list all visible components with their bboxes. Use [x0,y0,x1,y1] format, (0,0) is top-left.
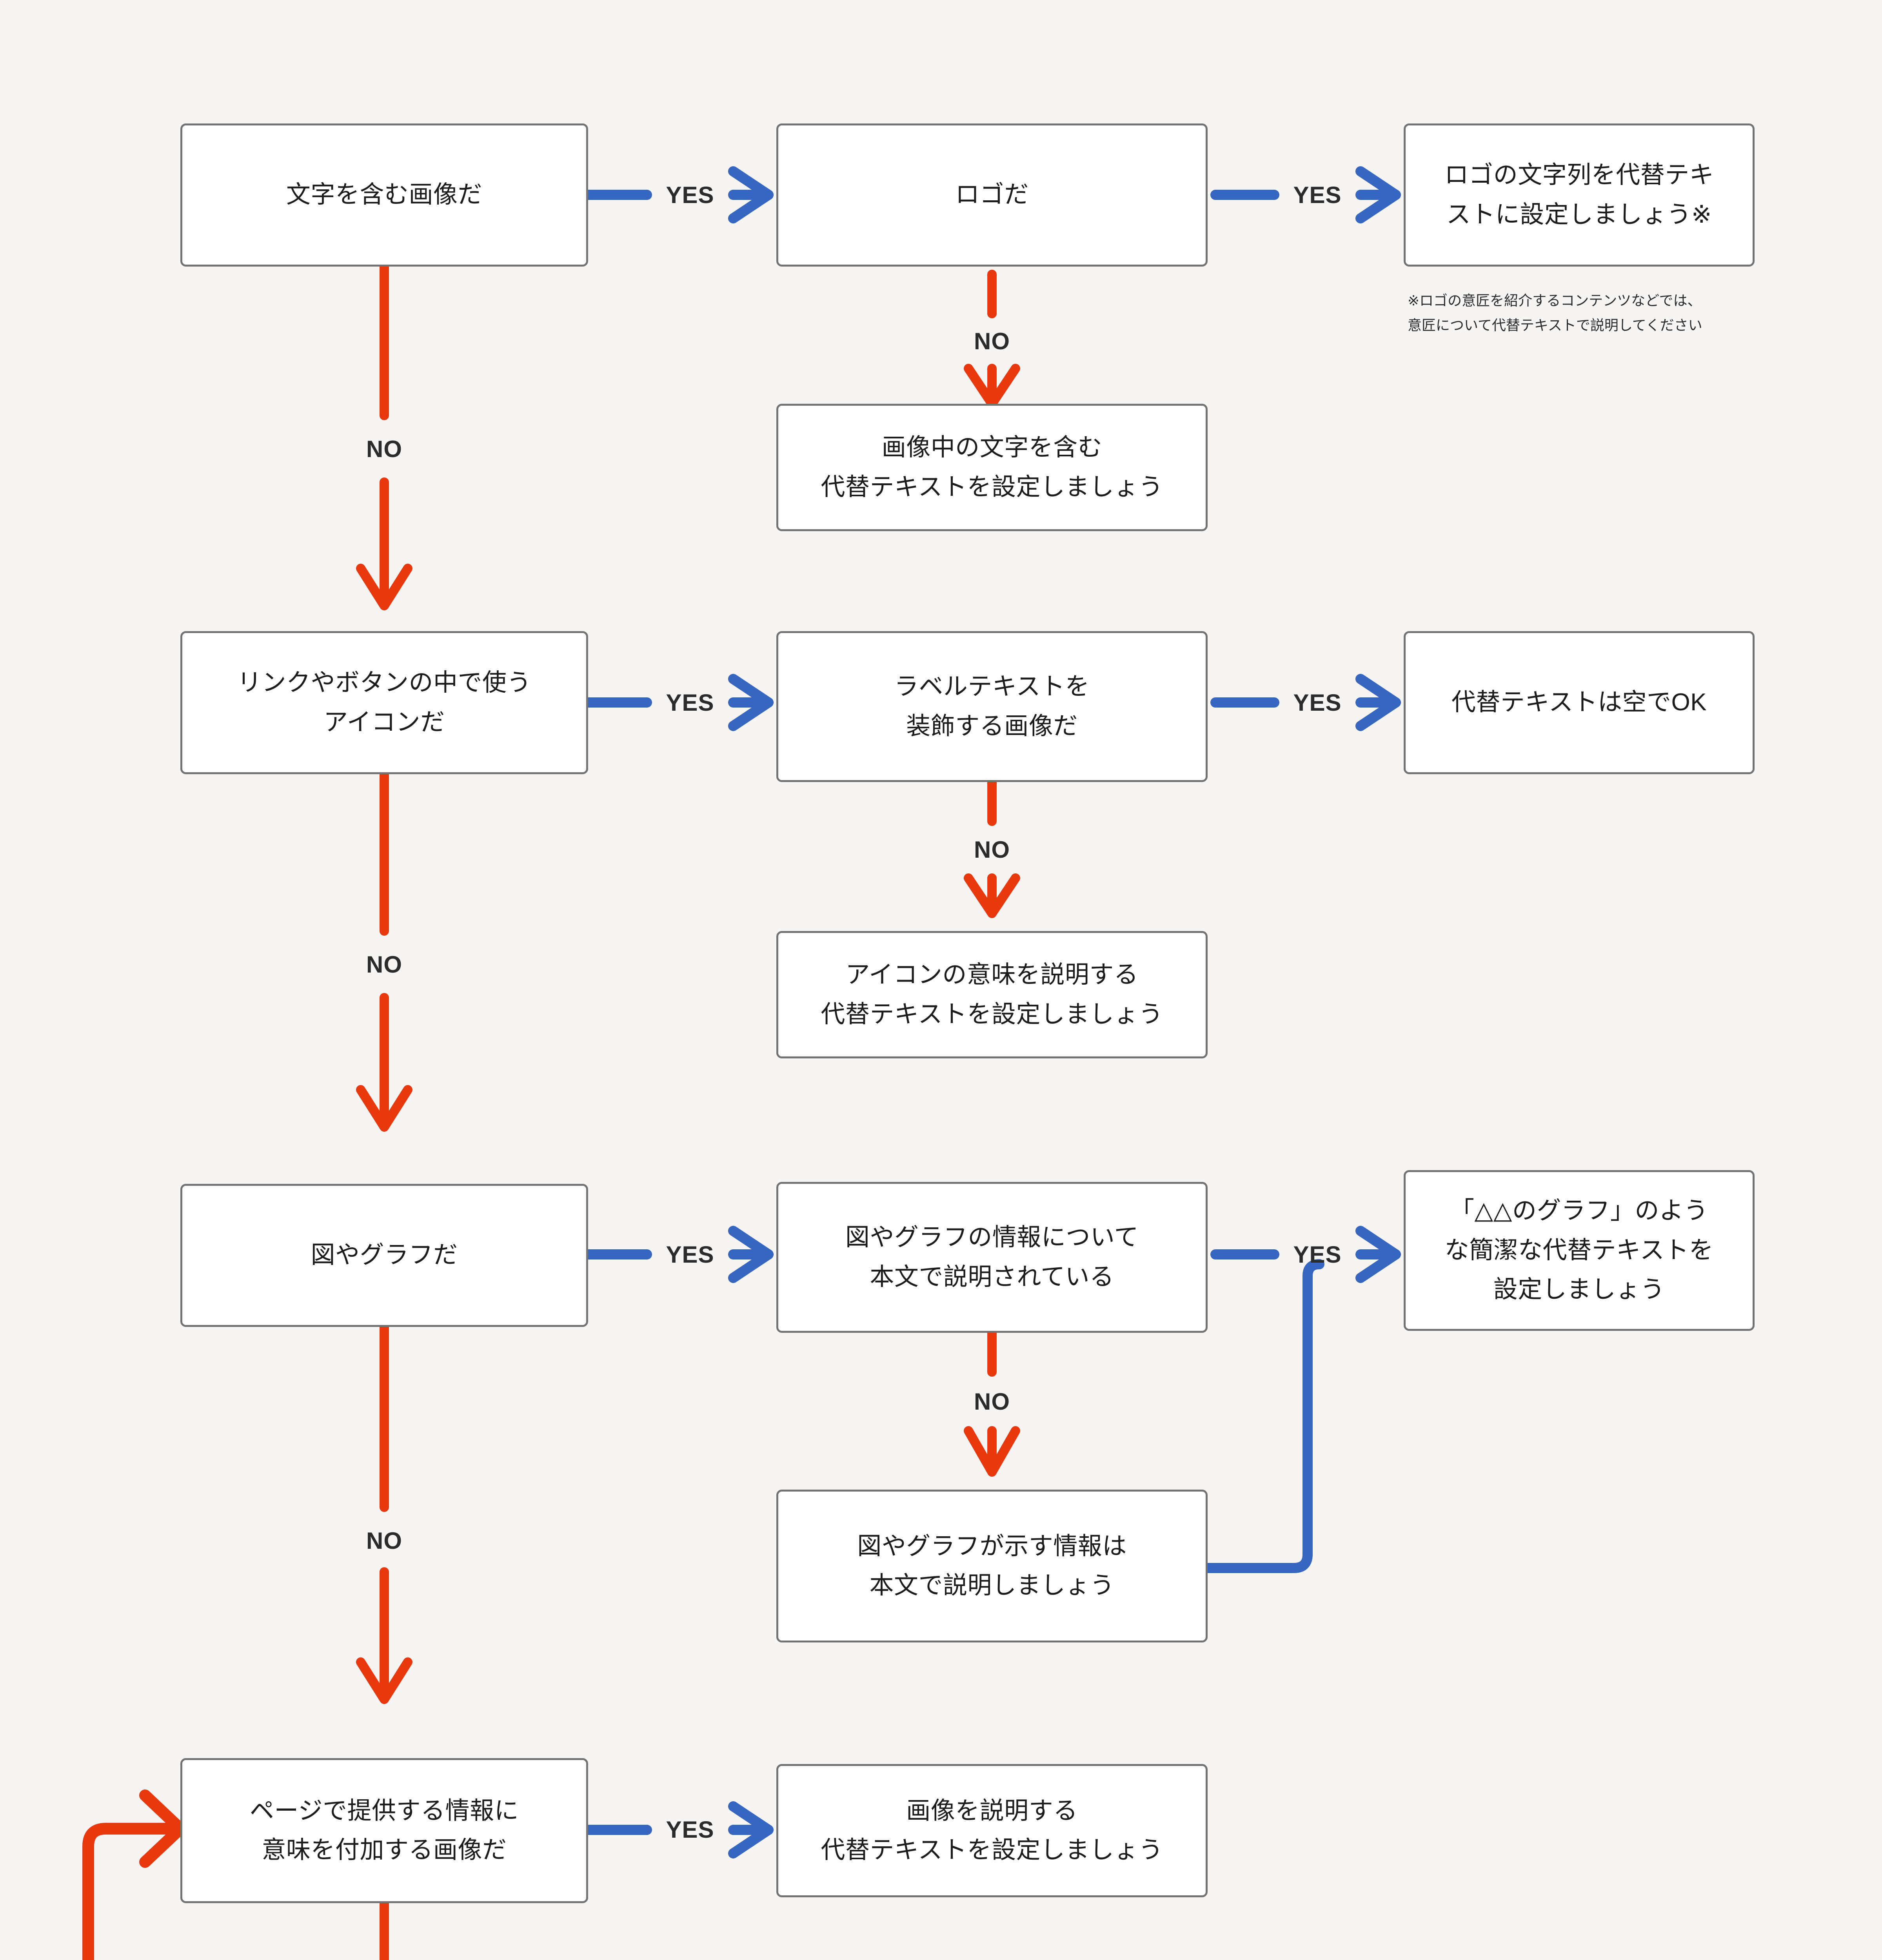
node-image-text-alt[interactable]: 画像中の文字を含む 代替テキストを設定しましょう [776,404,1208,531]
edge-q1-to-q2 [356,477,412,610]
node-concise-alt-label: 「△△のグラフ」のよう な簡潔な代替テキストを 設定しましょう [1444,1197,1714,1303]
edge-label-yes-r3a: YES [666,1241,714,1268]
node-empty-alt-ok-1-label: 代替テキストは空でOK [1451,689,1707,716]
node-q1yes-logo[interactable]: ロゴだ [776,123,1208,267]
node-q2-icon-in-link[interactable]: リンクやボタンの中で使う アイコンだ [180,631,588,774]
edge-label-no-r2left: NO [366,951,402,978]
edge-logo-to-logoalt [1355,166,1401,223]
node-icon-meaning-alt-label: アイコンの意味を説明する 代替テキストを設定しましょう [821,961,1163,1028]
edge-graphinfo-to-concise [1355,1226,1401,1283]
node-q3-chart-or-diagram[interactable]: 図やグラフだ [180,1184,588,1327]
node-image-text-alt-label: 画像中の文字を含む 代替テキストを設定しましょう [821,434,1163,501]
node-icon-meaning-alt[interactable]: アイコンの意味を説明する 代替テキストを設定しましょう [776,931,1208,1058]
node-describe-image-alt[interactable]: 画像を説明する 代替テキストを設定しましょう [776,1764,1208,1897]
edge-q3-to-q4 [356,1567,412,1704]
node-q1-label: 文字を含む画像だ [286,181,482,209]
node-empty-alt-ok-1[interactable]: 代替テキストは空でOK [1404,631,1755,774]
node-describe-image-alt-label: 画像を説明する 代替テキストを設定しましょう [821,1797,1163,1864]
node-q2yes-label: ラベルテキストを 装飾する画像だ [894,673,1090,740]
node-logo-alt-label: ロゴの文字列を代替テキ ストに設定しましょう※ [1444,162,1714,228]
edge-label-yes-r3b: YES [1293,1241,1342,1268]
edge-q4-to-describe [728,1801,774,1858]
node-q4-label: ページで提供する情報に 意味を付加する画像だ [249,1797,519,1864]
edge-explain-merge-to-yes [1203,1259,1324,1573]
edge-label-yes-r1b: YES [1293,182,1342,208]
edge-label-yes-r2a: YES [666,690,714,716]
edge-q2-to-label [728,674,774,731]
edge-label-no-r2mid: NO [974,837,1010,863]
edge-label-yes-r4a: YES [666,1817,714,1843]
node-q1-text-image[interactable]: 文字を含む画像だ [180,123,588,267]
edge-label-to-empty [1355,674,1401,731]
node-q2-label: リンクやボタンの中で使う アイコンだ [237,669,531,736]
node-explain-in-body-text[interactable]: 図やグラフが示す情報は 本文で説明しましょう [776,1490,1208,1642]
edge-q2-to-q3 [356,993,412,1132]
edge-q3-to-graphinfo [728,1226,774,1283]
edge-label-to-iconalt [964,873,1020,918]
node-concise-alt-text[interactable]: 「△△のグラフ」のよう な簡潔な代替テキストを 設定しましょう [1404,1170,1755,1331]
edge-logo-to-imgtext [964,364,1020,408]
node-q2yes-decorative-label[interactable]: ラベルテキストを 装飾する画像だ [776,631,1208,782]
node-q1yes-label: ロゴだ [955,181,1029,209]
node-q3yes-label: 図やグラフの情報について 本文で説明されている [845,1224,1139,1290]
edge-label-no-r1mid: NO [974,328,1010,354]
node-q3-label: 図やグラフだ [311,1241,458,1269]
edge-label-yes-r1a: YES [666,182,714,208]
node-q4-adds-meaning[interactable]: ページで提供する情報に 意味を付加する画像だ [180,1758,588,1903]
node-explain-in-body-label: 図やグラフが示す情報は 本文で説明しましょう [857,1532,1127,1599]
edge-label-yes-r2b: YES [1293,690,1342,716]
edge-label-no-r3left: NO [366,1527,402,1554]
edge-label-no-r3mid: NO [974,1388,1010,1415]
edge-graphinfo-to-explain [964,1426,1020,1477]
edge-q1-to-logo [728,166,774,223]
logo-footnote: ※ロゴの意匠を紹介するコンテンツなどでは、 意匠について代替テキストで説明してく… [1408,292,1702,333]
node-q3yes-explained-in-body[interactable]: 図やグラフの情報について 本文で説明されている [776,1182,1208,1333]
node-logo-alt-text[interactable]: ロゴの文字列を代替テキ ストに設定しましょう※ [1404,123,1755,267]
edge-label-no-r1left: NO [366,436,402,462]
